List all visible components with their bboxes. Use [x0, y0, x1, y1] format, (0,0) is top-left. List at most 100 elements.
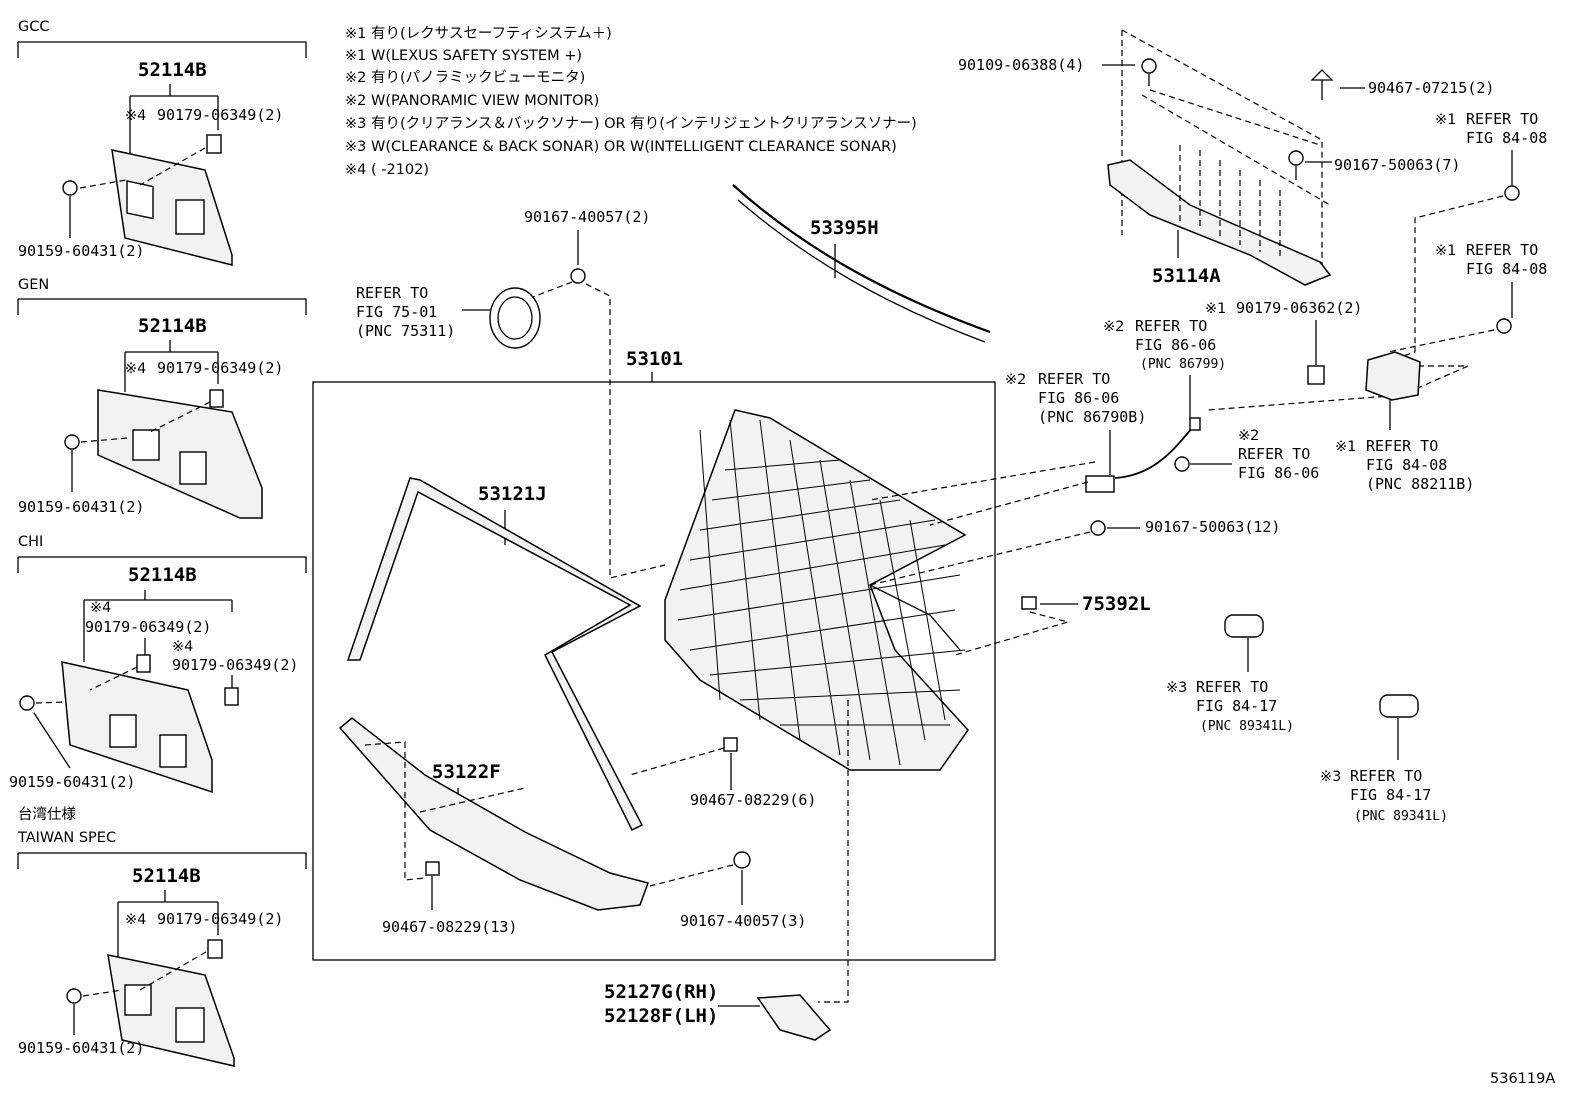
- note-mark: ※4: [90, 600, 111, 616]
- bracket-slot: [124, 984, 152, 1016]
- refer-line: (PNC 86799): [1140, 357, 1226, 372]
- note-mark: ※1: [1435, 112, 1456, 128]
- clip-shape: [206, 134, 222, 154]
- clip-shape: [207, 939, 223, 959]
- screw-shape: [1288, 150, 1304, 166]
- part-number[interactable]: 90179-06349(2): [85, 618, 211, 636]
- part-number[interactable]: 53101: [626, 348, 683, 370]
- part-number[interactable]: 90179-06349(2): [172, 656, 298, 674]
- part-number[interactable]: 90467-08229(13): [382, 918, 517, 936]
- note-5: ※3 有り(クリアランス＆バックソナー) OR 有り(インテリジェントクリアラン…: [345, 115, 917, 132]
- variant-gcc: GCC 52114B ※4 90179-06349(2) 90159-60431…: [17, 19, 307, 266]
- part-number[interactable]: 52128F(LH): [604, 1005, 718, 1027]
- screw-shape: [1141, 58, 1157, 74]
- bracket-slot: [126, 180, 154, 220]
- part-number[interactable]: 90467-07215(2): [1368, 79, 1494, 97]
- part-number[interactable]: 90179-06349(2): [157, 359, 283, 377]
- part-number[interactable]: 75392L: [1082, 593, 1151, 615]
- variant-title-jp: 台湾仕様: [18, 806, 76, 823]
- refer-line: FIG 84-08: [1466, 260, 1547, 278]
- part-number[interactable]: 90179-06362(2): [1236, 299, 1362, 317]
- notes-block: ※1 有り(レクサスセーフティシステム＋) ※1 W(LEXUS SAFETY …: [345, 25, 917, 178]
- part-number[interactable]: 90167-50063(12): [1145, 518, 1280, 536]
- clip-shape: [224, 687, 239, 706]
- support-shape: [1107, 159, 1332, 286]
- part-number[interactable]: 90179-06349(2): [157, 106, 283, 124]
- bracket-slot: [132, 429, 160, 461]
- refer-line: FIG 84-08: [1466, 129, 1547, 147]
- part-number[interactable]: 52114B: [138, 315, 207, 337]
- bracket-slot: [179, 451, 207, 485]
- sonar-sensor-shape: [1224, 614, 1264, 638]
- part-number[interactable]: 53121J: [478, 483, 547, 505]
- variant-gen: GEN 52114B ※4 90179-06349(2) 90159-60431…: [17, 277, 307, 519]
- note-mark: ※2: [1005, 372, 1026, 388]
- camera-shape: [1085, 475, 1115, 493]
- nut-shape: [1307, 365, 1325, 385]
- variant-taiwan: 台湾仕様 TAIWAN SPEC 52114B ※4 90179-06349(2…: [17, 806, 307, 1067]
- note-mark: ※4: [125, 912, 146, 928]
- refer-line: REFER TO: [1038, 370, 1110, 388]
- refer-line: REFER TO: [1238, 445, 1310, 463]
- refer-line: FIG 86-06: [1135, 336, 1216, 354]
- part-number[interactable]: 90159-60431(2): [9, 773, 135, 791]
- variant-title: GCC: [18, 19, 50, 35]
- note-mark: ※1: [1435, 243, 1456, 259]
- part-number[interactable]: 53122F: [432, 761, 501, 783]
- bracket-slot: [175, 199, 205, 235]
- note-3: ※2 有り(パノラミックビューモニタ): [345, 69, 585, 86]
- part-number[interactable]: 90159-60431(2): [18, 498, 144, 516]
- note-7: ※4 ( -2102): [345, 162, 429, 178]
- bolt-shape: [1504, 185, 1520, 201]
- note-mark: ※2: [1238, 428, 1259, 444]
- screw-shape: [1090, 520, 1106, 536]
- part-number[interactable]: 53395H: [810, 217, 879, 239]
- assembly-frame-box: [312, 381, 996, 961]
- sonar-sensor-shape: [1379, 694, 1419, 718]
- note-mark: ※4: [125, 361, 146, 377]
- clip-shape: [425, 861, 440, 876]
- center-assembly: 90167-40057(2) REFER TO FIG 75-01 (PNC 7…: [312, 184, 996, 1041]
- part-number[interactable]: 52114B: [128, 564, 197, 586]
- part-number[interactable]: 53114A: [1152, 265, 1221, 287]
- bolt-shape: [733, 851, 751, 869]
- part-number[interactable]: 90159-60431(2): [18, 1039, 144, 1057]
- part-number[interactable]: 90467-08229(6): [690, 791, 816, 809]
- note-mark: ※4: [125, 108, 146, 124]
- connector-shape: [1189, 417, 1201, 431]
- refer-line: REFER TO: [1466, 241, 1538, 259]
- part-number[interactable]: 90109-06388(4): [958, 56, 1084, 74]
- refer-line: FIG 86-06: [1238, 464, 1319, 482]
- part-number[interactable]: 52114B: [132, 865, 201, 887]
- bolt-shape: [570, 268, 586, 284]
- part-number[interactable]: 90167-50063(7): [1334, 156, 1460, 174]
- part-number[interactable]: 90167-40057(3): [680, 912, 806, 930]
- refer-line: FIG 84-08: [1366, 456, 1447, 474]
- note-mark: ※2: [1103, 319, 1124, 335]
- note-1: ※1 有り(レクサスセーフティシステム＋): [345, 25, 612, 42]
- refer-line: (PNC 86790B): [1038, 408, 1146, 426]
- figure-id: 536119A: [1490, 1071, 1555, 1087]
- refer-line: REFER TO: [1135, 317, 1207, 335]
- variant-title: CHI: [18, 534, 43, 550]
- clip-shape: [1310, 69, 1334, 81]
- part-number[interactable]: 90179-06349(2): [157, 910, 283, 928]
- bolt-shape: [66, 988, 82, 1004]
- variant-title-en: TAIWAN SPEC: [17, 830, 116, 846]
- part-number[interactable]: 90167-40057(2): [524, 208, 650, 226]
- refer-line: REFER TO: [1466, 110, 1538, 128]
- bolt-shape: [62, 180, 78, 196]
- part-number[interactable]: 52127G(RH): [604, 981, 718, 1003]
- refer-line: REFER TO: [1350, 767, 1422, 785]
- note-6: ※3 W(CLEARANCE & BACK SONAR) OR W(INTELL…: [345, 139, 897, 155]
- part-number[interactable]: 52114B: [138, 59, 207, 81]
- part-number[interactable]: 90159-60431(2): [18, 242, 144, 260]
- bracket-shape: [756, 994, 832, 1041]
- refer-line: REFER TO: [356, 284, 428, 302]
- refer-line: FIG 86-06: [1038, 389, 1119, 407]
- sensor-group: ※1 REFER TO FIG 84-08 ※1 REFER TO FIG 84…: [869, 110, 1547, 824]
- note-4: ※2 W(PANORAMIC VIEW MONITOR): [345, 93, 599, 109]
- support-assembly: 90109-06388(4) 90467-07215(2) 90167-5006…: [958, 29, 1494, 287]
- refer-line: FIG 84-17: [1350, 786, 1431, 804]
